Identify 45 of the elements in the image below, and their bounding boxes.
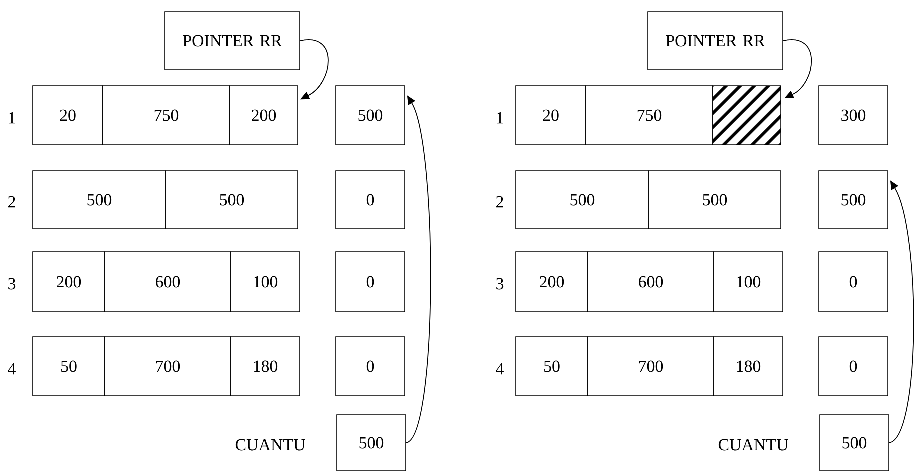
value-box: 100 — [714, 252, 784, 312]
value-box: 750 — [102, 86, 230, 146]
value-box: 0 — [818, 336, 888, 396]
value-box: 200 — [230, 86, 298, 146]
value-box: 180 — [714, 336, 784, 396]
value-box: 0 — [336, 252, 406, 312]
value-box: 200 — [32, 252, 106, 312]
value-box: 600 — [104, 252, 232, 312]
value-box: 300 — [818, 86, 888, 146]
value-box: 0 — [336, 336, 406, 396]
value-box: 500 — [336, 414, 406, 472]
hatched-box — [712, 86, 782, 146]
value-box: 500 — [166, 170, 298, 230]
value-box: 500 — [648, 170, 782, 230]
value-box: 50 — [32, 336, 106, 396]
node-caption: CUANTU — [718, 439, 788, 451]
value-box: 200 — [516, 252, 588, 312]
arrow — [782, 40, 812, 98]
value-box: 500 — [516, 170, 650, 230]
value-box: 700 — [104, 336, 232, 396]
node-caption: CUANTU — [236, 439, 306, 451]
value-box: 180 — [230, 336, 300, 396]
row-number: 2 — [496, 196, 504, 208]
row-number: 3 — [8, 278, 16, 290]
pointer-box: POINTER RR — [164, 12, 300, 70]
row-number: 4 — [8, 363, 16, 375]
row-number: 1 — [9, 112, 16, 124]
pointer-box: POINTER RR — [648, 12, 784, 70]
value-box: 500 — [32, 170, 166, 230]
value-box: 500 — [820, 414, 890, 472]
value-box: 600 — [588, 252, 714, 312]
value-box: 700 — [588, 336, 714, 396]
value-box: 500 — [336, 86, 406, 146]
value-box: 50 — [516, 336, 588, 396]
value-box: 750 — [586, 86, 714, 146]
value-box: 20 — [516, 86, 586, 146]
value-box: 100 — [230, 252, 300, 312]
row-number: 2 — [8, 196, 16, 208]
row-number: 3 — [496, 278, 504, 290]
arrow — [300, 40, 329, 100]
row-number: 1 — [497, 112, 504, 124]
value-box: 0 — [336, 170, 406, 230]
value-box: 0 — [818, 252, 888, 312]
value-box: 20 — [32, 86, 104, 146]
value-box: 500 — [818, 170, 888, 230]
